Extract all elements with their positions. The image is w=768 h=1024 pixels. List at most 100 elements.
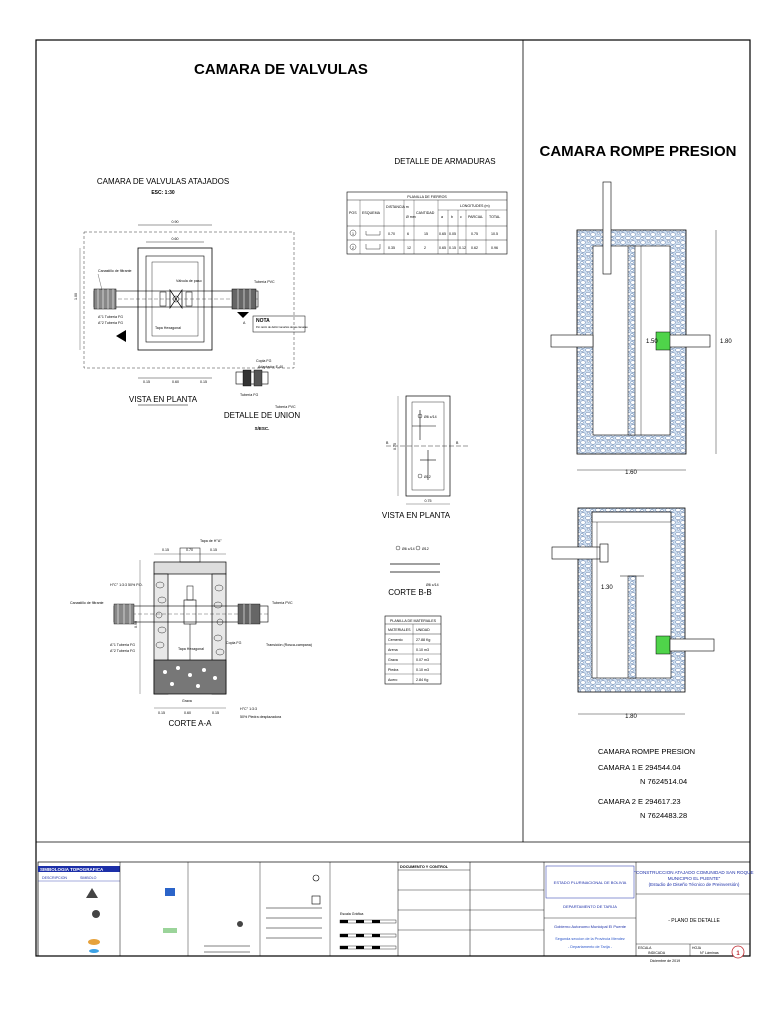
svg-text:A°2 Tubería FG: A°2 Tubería FG	[110, 649, 135, 653]
svg-text:0.15: 0.15	[212, 711, 219, 715]
svg-text:0.12: 0.12	[459, 246, 466, 250]
svg-text:2: 2	[352, 246, 354, 250]
svg-text:MATERIALES: MATERIALES	[388, 628, 411, 632]
svg-text:2: 2	[424, 246, 426, 250]
svg-text:27.88 Kg: 27.88 Kg	[416, 638, 430, 642]
svg-text:2.84 Kg: 2.84 Kg	[416, 678, 428, 682]
svg-text:b: b	[451, 215, 453, 219]
left-title: CAMARA DE VALVULAS	[194, 61, 368, 78]
camara2-n: N 7624483.28	[640, 811, 687, 820]
svg-text:15: 15	[424, 232, 428, 236]
svg-text:Tapa de H°A°: Tapa de H°A°	[200, 539, 222, 543]
svg-text:Ø6 c/14: Ø6 c/14	[402, 547, 415, 551]
svg-text:A°1 Tubería FG: A°1 Tubería FG	[98, 315, 123, 319]
svg-text:Piedra: Piedra	[388, 668, 398, 672]
svg-text:0.75: 0.75	[393, 443, 397, 450]
svg-text:6: 6	[407, 232, 409, 236]
svg-text:1.30: 1.30	[601, 585, 613, 591]
svg-text:1.80: 1.80	[625, 714, 637, 720]
svg-text:0.62: 0.62	[471, 246, 478, 250]
svg-text:Adaptador E-40: Adaptador E-40	[258, 365, 283, 369]
detalle-union-label: DETALLE DE UNION	[224, 411, 301, 420]
svg-text:Grava: Grava	[388, 658, 398, 662]
plan-title: CAMARA DE VALVULAS ATAJADOS	[97, 177, 229, 186]
svg-text:Ø12: Ø12	[424, 475, 431, 479]
camara1-e: CAMARA 1 E 294544.04	[598, 763, 681, 772]
fierros-table: PLANILLA DE FIERROS POS ESQUEMA DISTANCI…	[346, 191, 508, 255]
camara2-e: CAMARA 2 E 294617.23	[598, 797, 681, 806]
sheet-number: 1	[736, 951, 740, 957]
svg-text:LONGITUDES (m): LONGITUDES (m)	[460, 204, 490, 208]
corte-aa-label: CORTE A-A	[169, 719, 213, 728]
svg-text:Tubería PVC: Tubería PVC	[254, 280, 275, 284]
svg-text:Válvula de paso: Válvula de paso	[176, 279, 202, 283]
vista-planta-2-label: VISTA EN PLANTA	[382, 511, 451, 520]
svg-text:N° Láminas: N° Láminas	[700, 951, 719, 955]
svg-text:0.07 m3: 0.07 m3	[416, 658, 429, 662]
svg-text:Acero: Acero	[388, 678, 397, 682]
svg-text:0.15: 0.15	[200, 380, 207, 384]
svg-text:1.60: 1.60	[625, 470, 637, 476]
seccion-label: Segunda seccion de la Provincia Mendez	[555, 937, 625, 941]
svg-text:H°C° 1:3:3 50% P.D.: H°C° 1:3:3 50% P.D.	[110, 583, 143, 587]
svg-text:Ø6 c/14: Ø6 c/14	[426, 583, 439, 587]
svg-text:A°2 Tubería FG: A°2 Tubería FG	[98, 321, 123, 325]
nota-title: NOTA	[256, 318, 270, 324]
section-aa: Tapa de H°A° 0.15 0.70 0.15	[70, 539, 312, 728]
svg-text:10.5: 10.5	[491, 232, 498, 236]
svg-text:Tubería PVC: Tubería PVC	[272, 601, 293, 605]
svg-text:INDICADA: INDICADA	[648, 951, 666, 955]
svg-text:H°C° 1:3:3: H°C° 1:3:3	[240, 707, 257, 711]
svg-text:A: A	[243, 321, 246, 325]
svg-text:Ø mm: Ø mm	[406, 215, 416, 219]
svg-text:Copla FG: Copla FG	[226, 641, 242, 645]
svg-text:Tubería PVC: Tubería PVC	[275, 405, 296, 409]
svg-text:Grava: Grava	[182, 699, 192, 703]
svg-text:0.15: 0.15	[210, 548, 217, 552]
svg-text:1.50: 1.50	[646, 339, 658, 345]
svg-text:0.15: 0.15	[449, 246, 456, 250]
svg-text:B: B	[386, 441, 389, 445]
svg-text:0.90: 0.90	[134, 621, 138, 628]
svg-text:PARCIAL: PARCIAL	[468, 215, 483, 219]
svg-text:Arena: Arena	[388, 648, 398, 652]
svg-text:0.90: 0.90	[172, 220, 179, 224]
right-title: CAMARA ROMPE PRESION	[540, 143, 737, 160]
estado-label: ESTADO PLURINACIONAL DE BOLIVIA	[554, 880, 627, 885]
svg-text:1: 1	[352, 232, 354, 236]
svg-text:TOTAL: TOTAL	[489, 215, 500, 219]
svg-text:0.75: 0.75	[425, 499, 432, 503]
svg-text:1.80: 1.80	[720, 339, 732, 345]
rompe-presion-plan: 1.50 1.80 1.60	[550, 181, 732, 476]
coords-title: CAMARA ROMPE PRESION	[598, 747, 695, 756]
svg-text:POS: POS	[349, 211, 357, 215]
svg-text:0.65: 0.65	[439, 232, 446, 236]
proyecto-l3: (Estudio de Diseño Técnico de Preinversi…	[649, 882, 740, 887]
svg-text:Canastillo de filtrante: Canastillo de filtrante	[70, 601, 104, 605]
plan-scale: ESC: 1:30	[151, 190, 175, 196]
svg-text:0.96: 0.96	[491, 246, 498, 250]
proyecto-l2: MUNICIPIO EL PUENTE"	[668, 876, 721, 881]
svg-text:Canastillo de filtrante: Canastillo de filtrante	[98, 269, 132, 273]
svg-text:HOJA: HOJA	[692, 946, 702, 950]
svg-text:0.60: 0.60	[172, 380, 179, 384]
svg-text:0.70: 0.70	[388, 232, 395, 236]
vista-planta-label: VISTA EN PLANTA	[129, 395, 198, 404]
svg-text:A°1 Tubería FG: A°1 Tubería FG	[110, 643, 135, 647]
svg-text:0.10 m3: 0.10 m3	[416, 648, 429, 652]
svg-text:ESQUEMA: ESQUEMA	[362, 211, 381, 215]
svg-text:0.60: 0.60	[172, 237, 179, 241]
svg-text:B: B	[456, 441, 459, 445]
svg-text:Copla FG: Copla FG	[256, 359, 272, 363]
svg-text:DOCUMENTO Y CONTROL: DOCUMENTO Y CONTROL	[400, 865, 449, 869]
svg-text:1.00: 1.00	[74, 293, 78, 300]
svg-text:Ø12: Ø12	[422, 547, 429, 551]
depto-tarija-label: - Departamento de Tarija -	[568, 945, 613, 949]
svg-text:0.05: 0.05	[449, 232, 456, 236]
svg-text:0.15: 0.15	[143, 380, 150, 384]
gobierno-label: Gobierno Autonomo Municipal El Puente	[554, 924, 627, 929]
contenido-label: - PLANO DE DETALLE	[668, 918, 720, 924]
svg-text:0.65: 0.65	[439, 246, 446, 250]
svg-text:0.15: 0.15	[158, 711, 165, 715]
